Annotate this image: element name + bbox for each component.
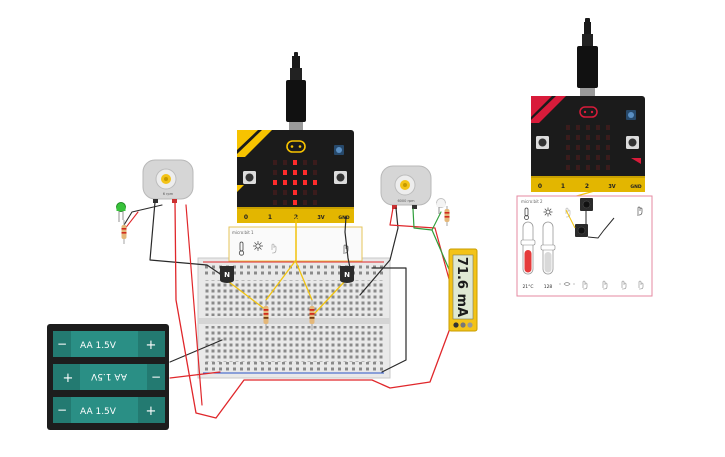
battery-positive-label: + (63, 371, 74, 386)
logo-touch-icon[interactable] (579, 106, 598, 118)
battery-cell-label: AA 1.5V (80, 407, 117, 417)
light-sun-icon (253, 241, 263, 251)
microbit2-sensor-panel[interactable]: micro:bit 2 21°C 128 (516, 195, 653, 297)
battery-cell-label: AA 1.5V (90, 371, 127, 381)
breadboard[interactable] (197, 257, 391, 379)
pin-gnd-label[interactable]: GND (338, 215, 349, 221)
motor-right-rpm-label: 6000 rpm (397, 199, 415, 203)
tilt-right-gesture-icon[interactable] (602, 280, 608, 290)
pin-1-label[interactable]: 1 (561, 183, 565, 190)
white-led[interactable] (436, 198, 446, 215)
battery-negative-label: − (151, 370, 161, 384)
led-matrix (566, 125, 610, 170)
pin-1-label[interactable]: 1 (268, 214, 272, 221)
button-b[interactable] (626, 136, 639, 149)
battery-positive-label: + (146, 338, 157, 353)
transistor-left-label: N (224, 271, 230, 279)
resistor[interactable] (444, 206, 450, 226)
battery-cell[interactable]: − AA 1.5V + (53, 397, 165, 423)
battery-pack[interactable]: − AA 1.5V + AA 1.5V + − − AA 1.5V + (47, 324, 169, 430)
multimeter[interactable]: 71.6 mA (448, 248, 478, 332)
multimeter-reading: 71.6 mA (454, 257, 469, 317)
touch-hand-icon (565, 207, 571, 218)
pin-gnd-label[interactable]: GND (630, 184, 641, 190)
light-sun-icon (543, 207, 553, 217)
green-led[interactable] (116, 202, 126, 223)
motor-left-rpm-label: 6 rpm (163, 192, 174, 196)
usb-cable[interactable] (577, 18, 598, 98)
pin-0-label[interactable]: 0 (244, 214, 248, 221)
temperature-slider[interactable] (520, 221, 536, 275)
edge-connector (237, 207, 354, 223)
microbit2-pin-labels: 0 1 2 3V GND (538, 183, 642, 190)
temperature-readout: 21°C (522, 284, 533, 290)
pin-2-label[interactable]: 2 (585, 183, 589, 190)
transistor-right-label: N (344, 271, 350, 279)
battery-negative-label: − (57, 403, 67, 417)
transistor-left[interactable]: N (220, 266, 234, 283)
button-a[interactable] (243, 171, 256, 184)
battery-cell-label: AA 1.5V (80, 341, 117, 351)
shake-gesture-icon[interactable] (559, 282, 575, 286)
light-slider[interactable] (540, 221, 556, 275)
pin-3v-label[interactable]: 3V (608, 184, 615, 190)
logo-touch-icon[interactable] (286, 140, 306, 153)
pushbutton[interactable] (580, 198, 593, 211)
thermometer-icon (238, 241, 245, 256)
pushbutton[interactable] (575, 224, 588, 237)
pin-0-label[interactable]: 0 (538, 183, 542, 190)
dc-motor-left[interactable]: 6 rpm (142, 159, 194, 203)
edge-connector (531, 176, 645, 192)
wires-microbit2[interactable] (565, 209, 615, 239)
transistor-right[interactable]: N (340, 266, 354, 283)
microphone-icon (626, 110, 636, 120)
resistor[interactable] (263, 300, 269, 330)
battery-positive-label: + (146, 404, 157, 419)
touch-hand-icon (271, 243, 277, 254)
pin-3v-label[interactable]: 3V (317, 215, 324, 221)
light-readout: 128 (544, 284, 553, 290)
microbit2-panel-title: micro:bit 2 (521, 199, 543, 204)
microbit1[interactable]: 0 1 2 3V GND (237, 52, 354, 223)
battery-cell[interactable]: − AA 1.5V + (53, 331, 165, 357)
button-a[interactable] (536, 136, 549, 149)
microphone-icon (334, 145, 344, 155)
battery-negative-label: − (57, 337, 67, 351)
microbit2[interactable]: 0 1 2 3V GND (531, 18, 645, 192)
button-b[interactable] (334, 171, 347, 184)
face-down-gesture-icon[interactable] (638, 280, 644, 290)
resistor[interactable] (309, 300, 315, 330)
led-matrix (273, 160, 317, 205)
usb-cable[interactable] (286, 52, 306, 132)
logo-up-gesture-icon[interactable] (621, 280, 627, 290)
microbit1-panel-title: micro:bit 1 (232, 230, 254, 235)
tilt-left-gesture-icon[interactable] (582, 280, 588, 290)
dc-motor-right[interactable]: 6000 rpm (380, 165, 432, 209)
battery-cell[interactable]: AA 1.5V + − (53, 364, 165, 390)
thermometer-icon (524, 207, 529, 220)
gesture-hand-icon (637, 206, 643, 216)
resistor[interactable] (121, 220, 127, 244)
